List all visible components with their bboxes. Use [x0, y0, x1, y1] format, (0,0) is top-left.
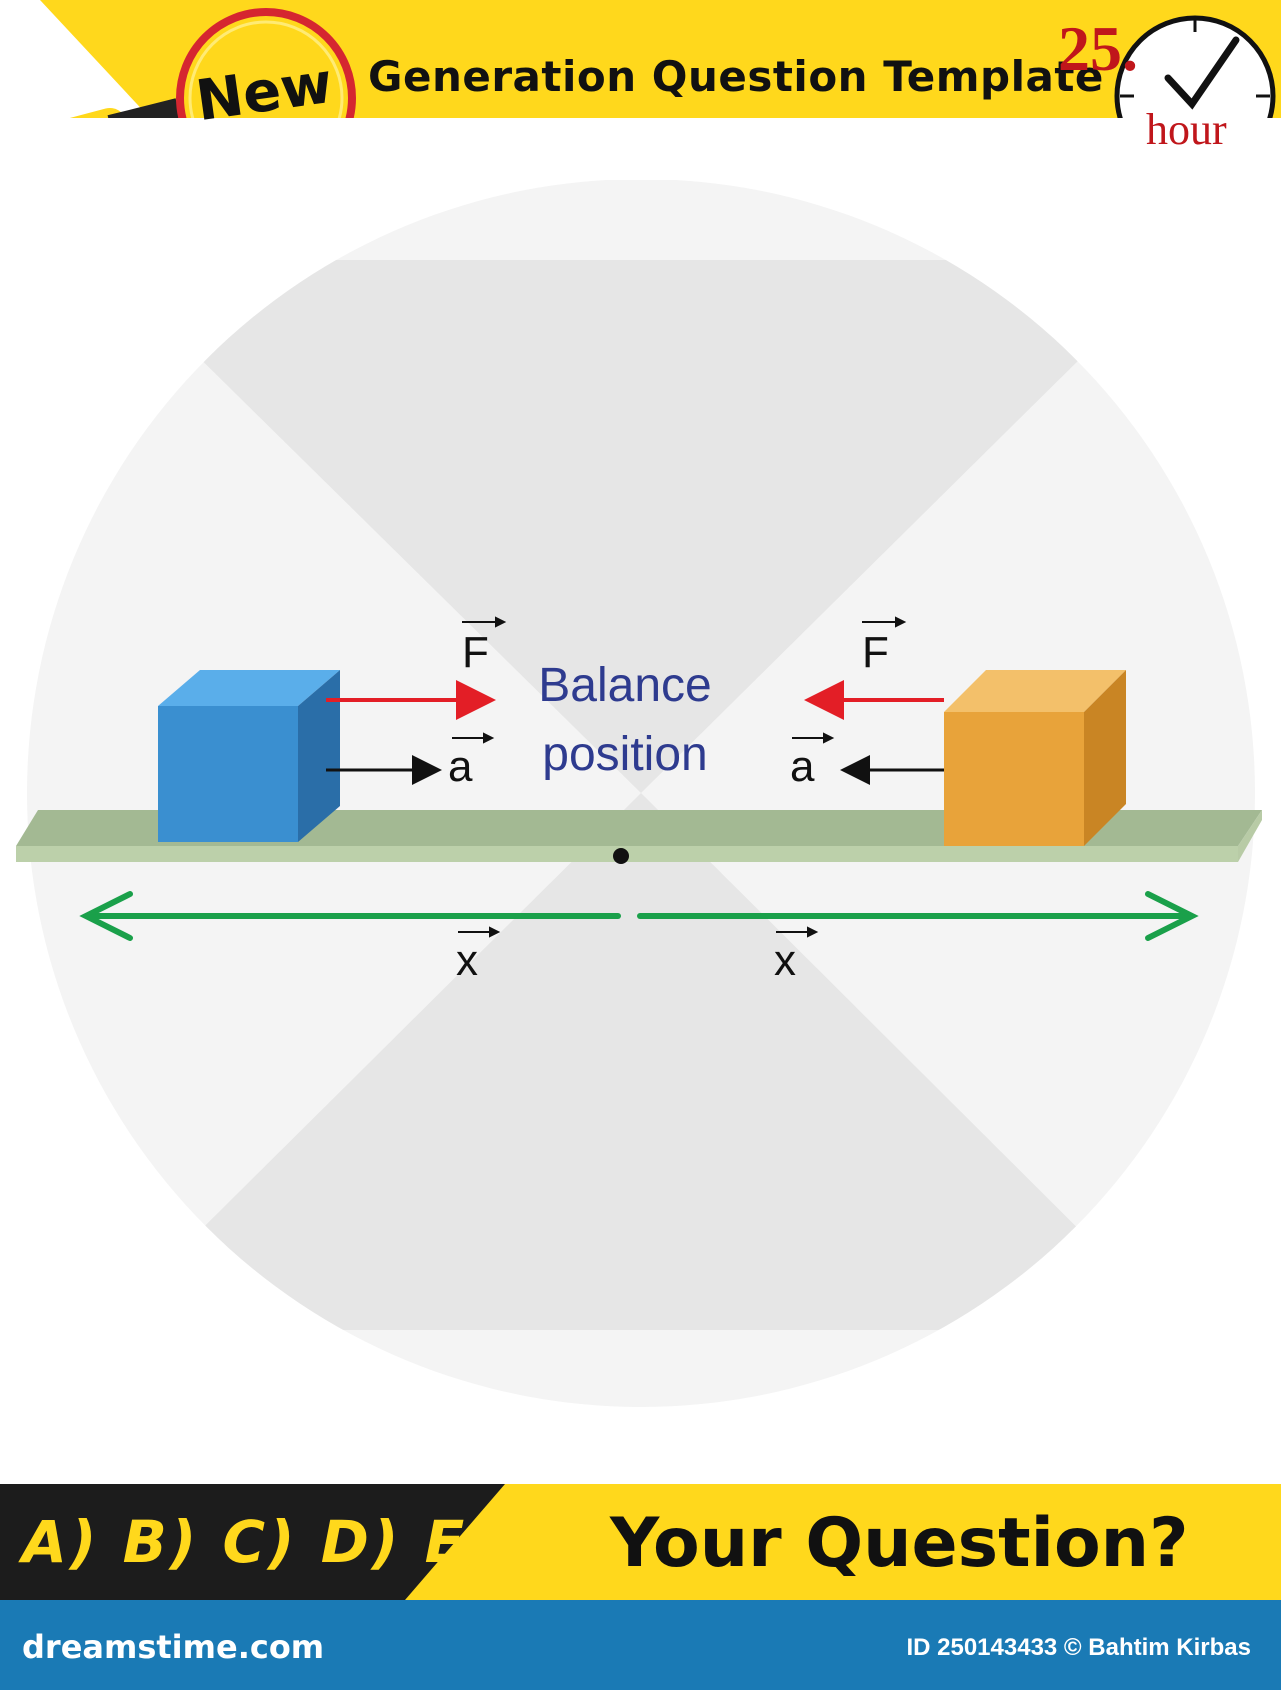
clock-unit: hour	[1146, 105, 1227, 154]
orange-block	[944, 670, 1126, 846]
balance-label-line1: Balance	[538, 659, 712, 712]
balance-label: Balance position	[500, 658, 750, 782]
displacement-arrows	[79, 891, 1199, 941]
page-title: Generation Question Template	[368, 52, 1104, 101]
footer-brand: dreamstime.com	[22, 1628, 325, 1666]
accel-label-right: a	[790, 742, 815, 791]
balance-label-line2: position	[542, 728, 708, 781]
footer-bar	[0, 1600, 1281, 1690]
vector-overbars	[452, 616, 907, 938]
force-label-left: F	[462, 628, 489, 677]
blue-block	[158, 670, 340, 842]
answer-choices: A) B) C) D) E)	[22, 1508, 497, 1576]
footer-credit: ID 250143433 © Bahtim Kirbas	[906, 1634, 1251, 1661]
diagram-canvas	[16, 180, 1262, 1407]
answer-bar	[0, 1484, 1281, 1600]
accel-label-left: a	[448, 742, 473, 791]
header-band	[40, 0, 1281, 118]
magnifier-icon	[69, 8, 356, 118]
displacement-label-left: x	[456, 936, 478, 985]
clock-number: 25.	[1058, 13, 1138, 84]
displacement-label-right: x	[774, 936, 796, 985]
balance-point	[613, 848, 629, 864]
force-label-right: F	[862, 628, 889, 677]
clock-icon	[1114, 15, 1276, 118]
background-disc	[27, 180, 1255, 1407]
question-text: Your Question?	[610, 1504, 1189, 1583]
